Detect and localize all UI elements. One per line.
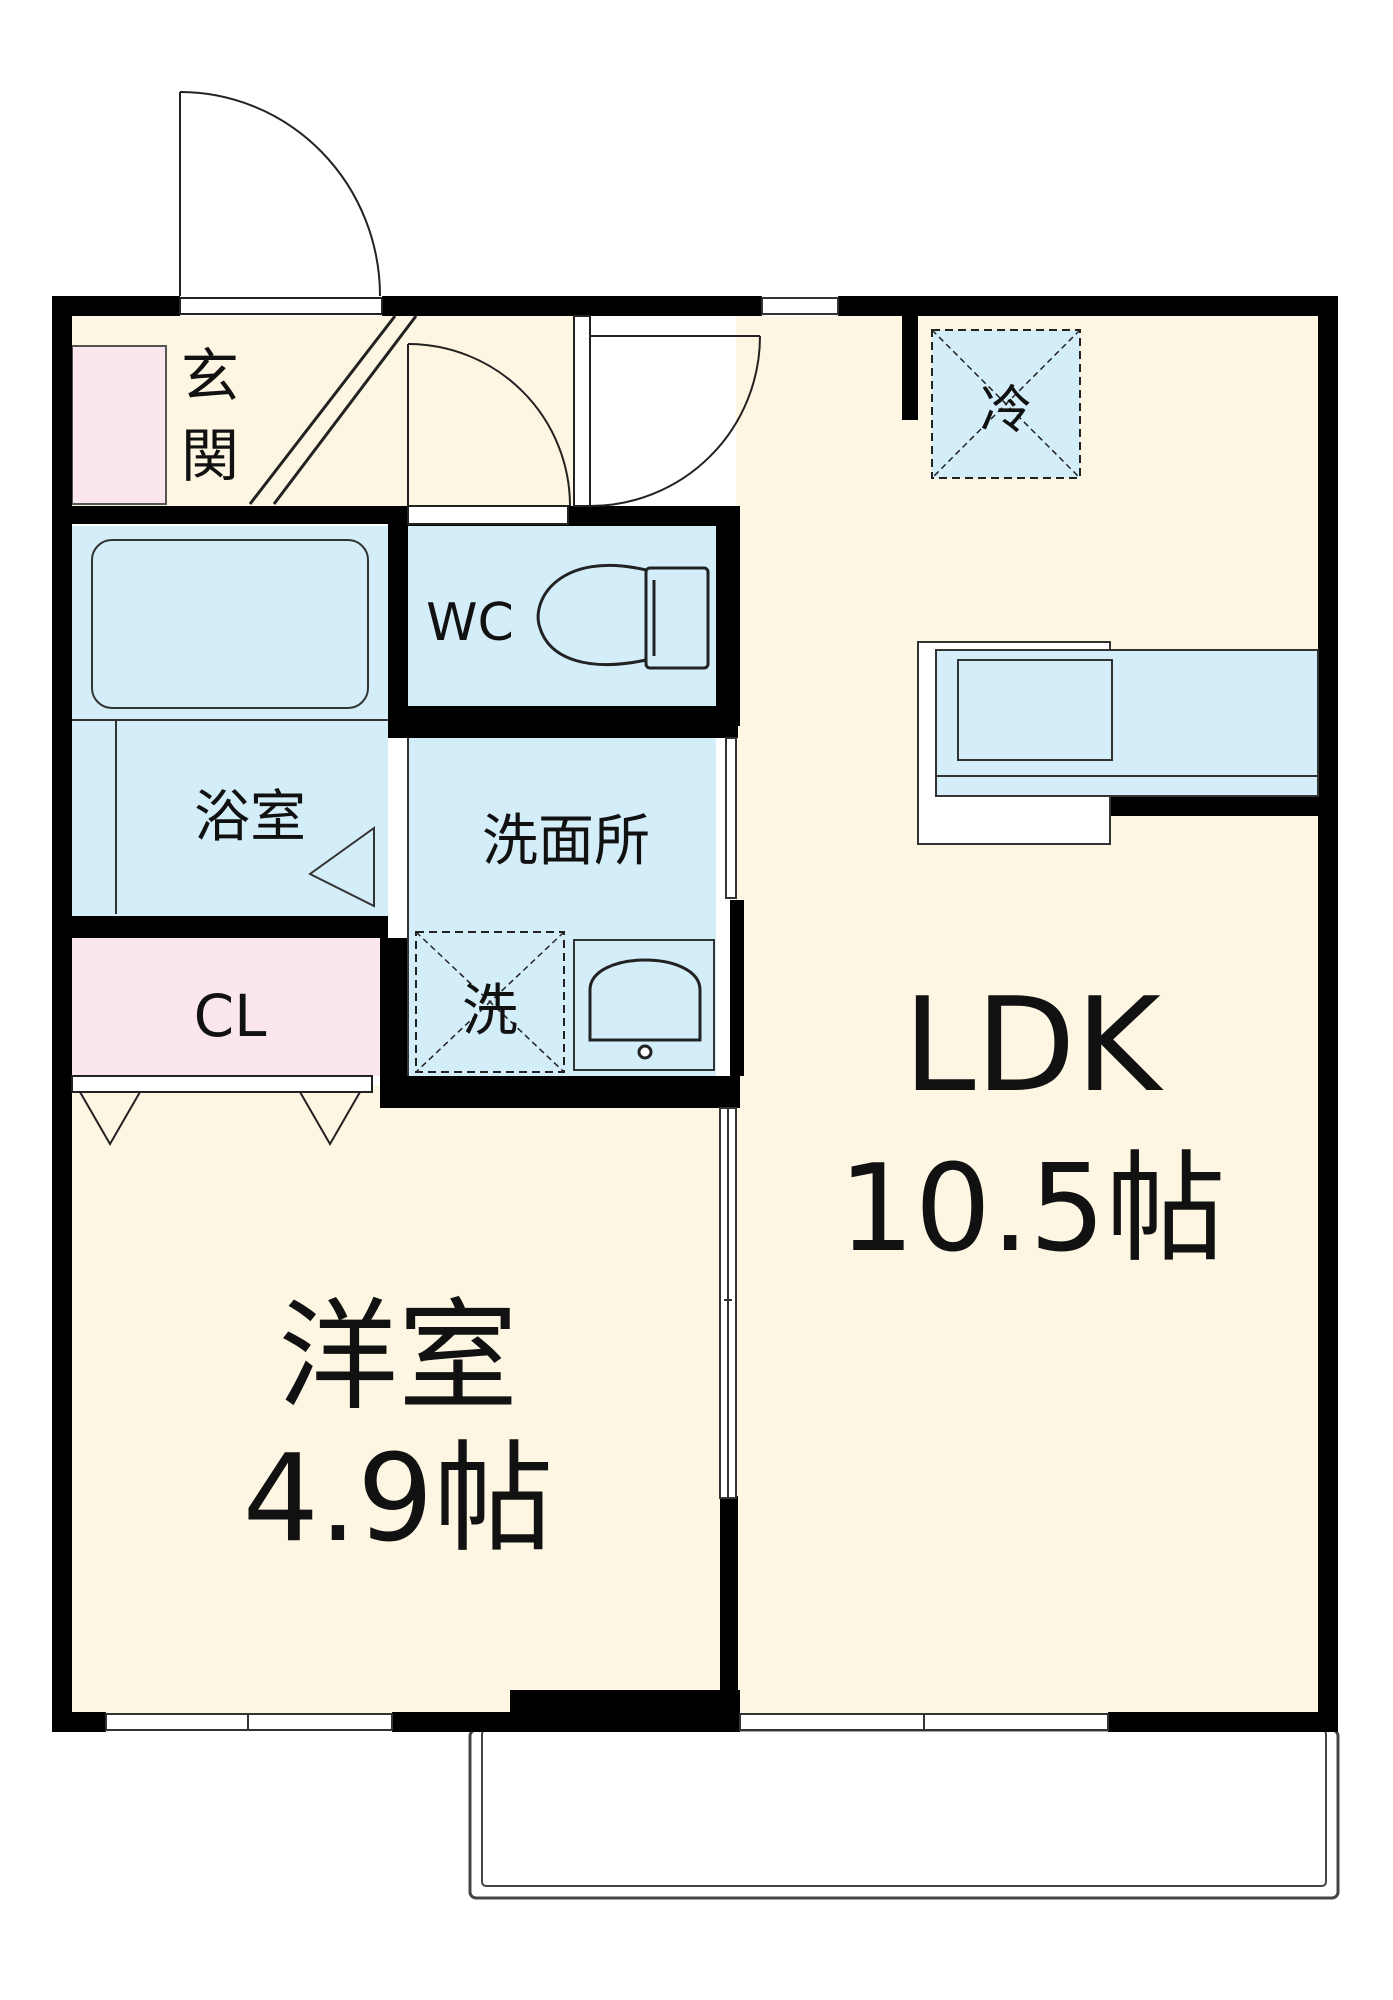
entrance-label-1: 玄 <box>181 342 239 410</box>
closet-floor <box>72 938 380 1076</box>
front-door[interactable] <box>179 91 383 315</box>
sink <box>573 939 715 1071</box>
wall-top-left <box>52 296 180 316</box>
wall-fridge-left <box>902 316 918 420</box>
balcony <box>468 1728 1340 1900</box>
wall-wash-right-lower <box>730 900 744 1076</box>
wall-bath-bottom <box>52 916 388 938</box>
western-size: 4.9帖 <box>243 1430 554 1569</box>
wall-bottom-mid2 <box>510 1690 740 1732</box>
wall-wc-bottom <box>388 706 738 738</box>
fridge-space <box>931 329 1081 479</box>
fridge-label: 冷 <box>980 381 1032 441</box>
bath-door[interactable] <box>308 826 375 908</box>
entrance-storage <box>71 345 167 505</box>
sliding-doors[interactable] <box>719 1107 737 1499</box>
wall-bottom-left <box>52 1712 106 1732</box>
western-floor <box>72 1086 720 1720</box>
ldk-door[interactable] <box>573 315 761 507</box>
wall-bath-right <box>388 506 408 738</box>
window-wash-side <box>725 737 737 899</box>
wc-label: WC <box>426 593 514 653</box>
wc-door[interactable] <box>407 343 571 525</box>
windows <box>105 297 1109 1731</box>
ldk-floor <box>736 316 1318 1720</box>
entrance-label-2: 関 <box>181 422 239 490</box>
closet-label: CL <box>194 982 267 1050</box>
washer-pan <box>415 931 565 1073</box>
ldk-name: LDK <box>903 969 1164 1121</box>
washroom-label: 洗面所 <box>482 809 650 874</box>
ldk-size: 10.5帖 <box>838 1140 1225 1279</box>
window-top <box>761 297 839 315</box>
wall-wash-bottom <box>380 1076 740 1108</box>
wall-top-mid <box>382 296 762 316</box>
western-name: 洋室 <box>278 1288 518 1427</box>
wall-top-right <box>838 296 1338 316</box>
wall-kitchen-corner <box>1108 796 1338 816</box>
washer-label: 洗 <box>462 979 518 1044</box>
wall-right <box>1318 296 1338 1732</box>
wall-western-right <box>720 1496 738 1716</box>
floor-fills <box>71 316 1318 1720</box>
bathtub <box>91 539 369 709</box>
entrance-step <box>248 315 418 505</box>
labels: 玄 関 WC 浴室 洗面所 洗 CL 冷 LDK 10.5帖 洋室 4.9帖 <box>181 342 1226 1569</box>
wall-wc-right <box>716 506 740 726</box>
kitchen <box>917 641 1319 845</box>
closet-doors[interactable] <box>71 1075 373 1147</box>
toilet <box>536 563 710 670</box>
wall-bath-top <box>52 506 402 524</box>
wall-left <box>52 296 72 1732</box>
bath-label: 浴室 <box>194 785 306 850</box>
wall-bottom-right <box>1108 1712 1338 1732</box>
wall-closet-right <box>380 938 408 1086</box>
